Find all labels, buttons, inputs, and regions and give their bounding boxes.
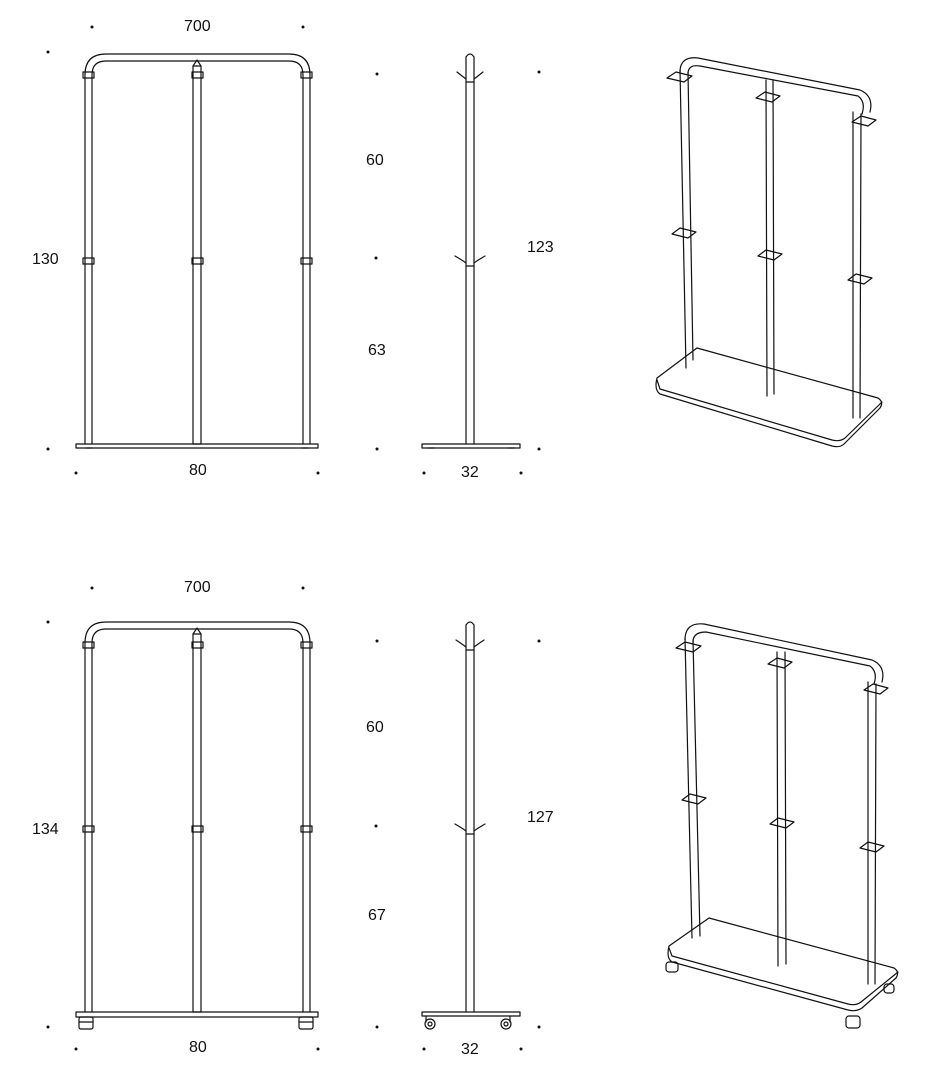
bottom-front-view (46, 586, 320, 1051)
bottom-side-base-label: 32 (461, 1041, 479, 1058)
top-iso-view (655, 57, 883, 448)
top-front-height-label: 130 (32, 251, 59, 268)
bottom-front-width-label: 700 (184, 579, 211, 596)
top-front-view (46, 25, 320, 475)
bottom-side-view (374, 621, 541, 1051)
bottom-side-height-label: 127 (527, 809, 554, 826)
bottom-side-lower-label: 67 (368, 907, 386, 924)
top-side-upper-label: 60 (366, 152, 384, 169)
top-side-height-label: 123 (527, 239, 554, 256)
top-side-view (374, 53, 541, 475)
bottom-side-upper-label: 60 (366, 719, 384, 736)
bottom-front-base-label: 80 (189, 1039, 207, 1056)
top-front-width-label: 700 (184, 18, 211, 35)
top-front-base-label: 80 (189, 462, 207, 479)
top-side-base-label: 32 (461, 464, 479, 481)
bottom-front-height-label: 134 (32, 821, 59, 838)
top-side-lower-label: 63 (368, 342, 386, 359)
bottom-iso-view (665, 623, 899, 1029)
